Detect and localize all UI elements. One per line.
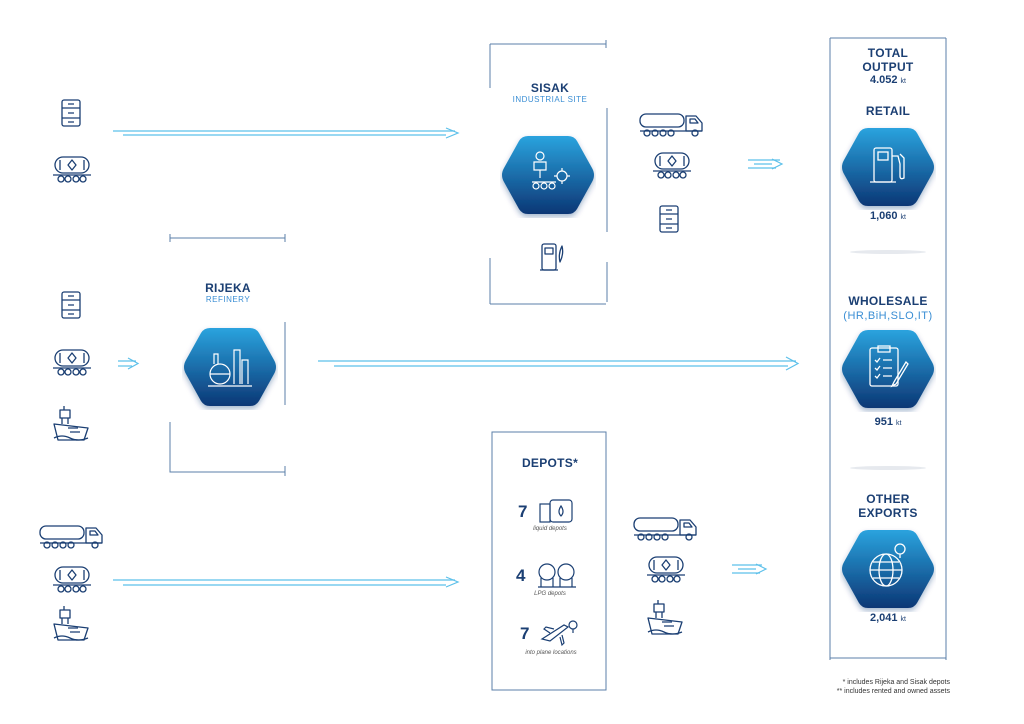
gas-station-icon [870,147,905,183]
retail-hexagon [840,124,936,215]
exports-number: 2,041 [870,612,898,624]
wholesale-unit: kt [895,420,902,427]
retail-unit: kt [900,214,906,221]
total-output-number: 4.052 [870,74,898,86]
wholesale-number: 951 [874,416,893,428]
rijeka-hexagon [182,324,278,415]
arrow-inputs-to-rijeka [118,357,140,370]
tanker-truck-icon [638,110,704,138]
lpg-sphere-tanks-icon [536,561,578,589]
footnotes: * includes Rijeka and Sisak depots ** in… [837,678,950,696]
tanker-ship-icon [644,598,684,638]
exports-hexagon [840,526,936,617]
tanker-ship-icon [50,404,90,444]
wholesale-subtitle: (HR,BiH,SLO,IT) [843,310,933,322]
total-output-title: TOTAL OUTPUT [838,46,938,74]
exports-title-line2: EXPORTS [858,506,918,520]
tanker-truck-icon [632,514,698,542]
exports-title-line1: OTHER [866,492,910,506]
wholesale-hexagon [840,326,936,417]
rail-tank-car-icon [52,564,92,594]
industrial-plant-icon [532,151,570,190]
lpg-depots-count: 4 [516,566,526,585]
fuel-pump-icon [538,240,568,274]
footnote-assets: ** includes rented and owned assets [836,688,950,695]
footnote-depots: * includes Rijeka and Sisak depots [842,679,950,686]
liquid-depots-label: liquid depots [533,526,567,532]
clipboard-checklist-icon [869,345,909,388]
total-output-title-line1: TOTAL [867,46,909,60]
barrel-icon [59,98,83,128]
globe-location-icon [869,543,906,587]
rail-tank-car-icon [652,150,692,180]
arrow-inputs-to-depots [113,576,460,588]
rail-tank-car-icon [52,154,92,184]
refinery-icon [208,349,252,387]
liquid-tank-icon [538,498,574,524]
airplane-location-icon [540,617,580,647]
liquid-depots-count: 7 [518,502,528,521]
retail-number: 1,060 [870,210,898,222]
into-plane-label: into plane locations [525,650,577,656]
lpg-depots-label: LPG depots [534,591,566,597]
exports-title: OTHER EXPORTS [838,492,938,520]
tanker-truck-icon [38,522,104,550]
sisak-subtitle: INDUSTRIAL SITE [512,95,588,104]
sisak-title: SISAK [530,81,570,95]
arrow-depots-to-exports [732,563,768,575]
rijeka-subtitle: REFINERY [205,295,251,304]
retail-title: RETAIL [865,104,911,118]
rail-tank-car-icon [52,347,92,377]
arrow-inputs-to-sisak [113,127,460,139]
arrow-rijeka-to-wholesale [318,356,800,371]
arrow-sisak-to-retail [748,158,784,170]
wholesale-title: WHOLESALE [848,294,928,308]
depots-title: DEPOTS* [521,456,579,470]
barrel-icon [657,204,681,234]
rail-tank-car-icon [646,554,686,584]
total-output-unit: kt [900,78,906,85]
rijeka-title: RIJEKA [205,281,251,295]
barrel-icon [59,290,83,320]
tanker-ship-icon [50,604,90,644]
total-output-title-line2: OUTPUT [862,60,914,74]
sisak-hexagon [500,132,596,223]
exports-unit: kt [900,616,906,623]
into-plane-count: 7 [520,624,530,643]
